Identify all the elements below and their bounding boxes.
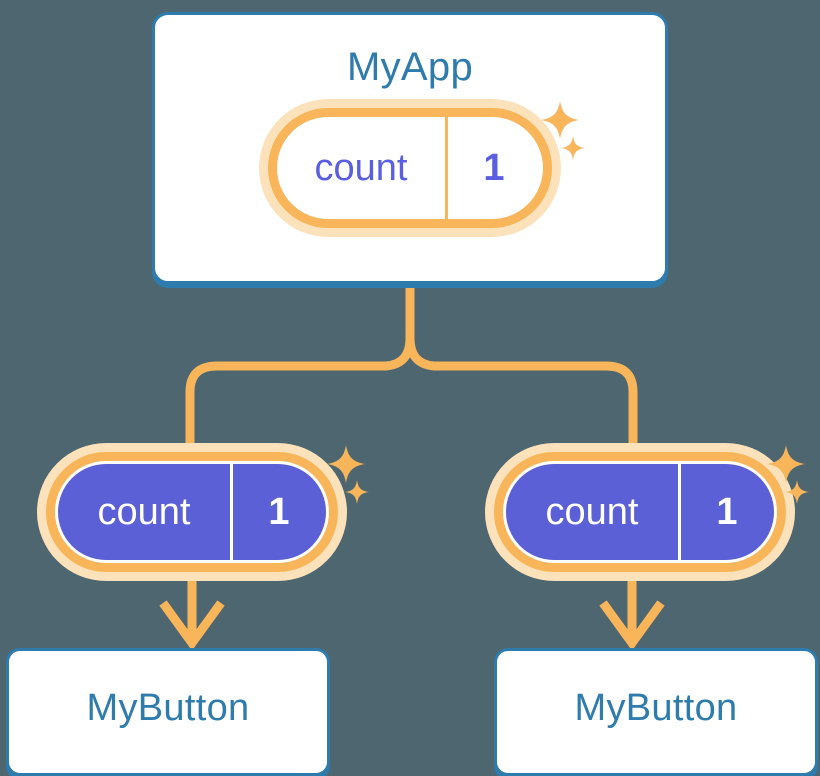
left-button-card-title: MyButton xyxy=(86,687,250,729)
app-card-title: MyApp xyxy=(347,45,473,89)
left-child-state-pill-wrapper: count 1 xyxy=(46,452,338,572)
sparkle-icon xyxy=(345,480,369,504)
left-child-state-value: 1 xyxy=(268,490,290,533)
connector-trunk xyxy=(185,281,415,457)
right-button-card-title: MyButton xyxy=(574,687,738,729)
left-child-state-pill[interactable]: count 1 xyxy=(46,452,338,572)
app-state-key: count xyxy=(277,117,448,219)
right-child-state-pill-wrapper: count 1 xyxy=(494,452,786,572)
app-state-pill-wrapper: count 1 xyxy=(268,108,552,228)
sparkle-icon xyxy=(785,480,809,504)
right-child-state-key: count xyxy=(506,464,681,560)
left-child-state-key: count xyxy=(58,464,233,560)
app-state-pill[interactable]: count 1 xyxy=(268,108,552,228)
right-child-state-pill[interactable]: count 1 xyxy=(494,452,786,572)
left-button-card[interactable]: MyButton xyxy=(6,648,330,776)
arrow-left xyxy=(159,578,225,651)
right-button-card[interactable]: MyButton xyxy=(494,648,818,776)
connector-branch-right xyxy=(405,333,638,457)
app-state-value: 1 xyxy=(483,146,505,189)
arrow-right xyxy=(599,578,665,651)
right-child-state-value: 1 xyxy=(716,490,738,533)
